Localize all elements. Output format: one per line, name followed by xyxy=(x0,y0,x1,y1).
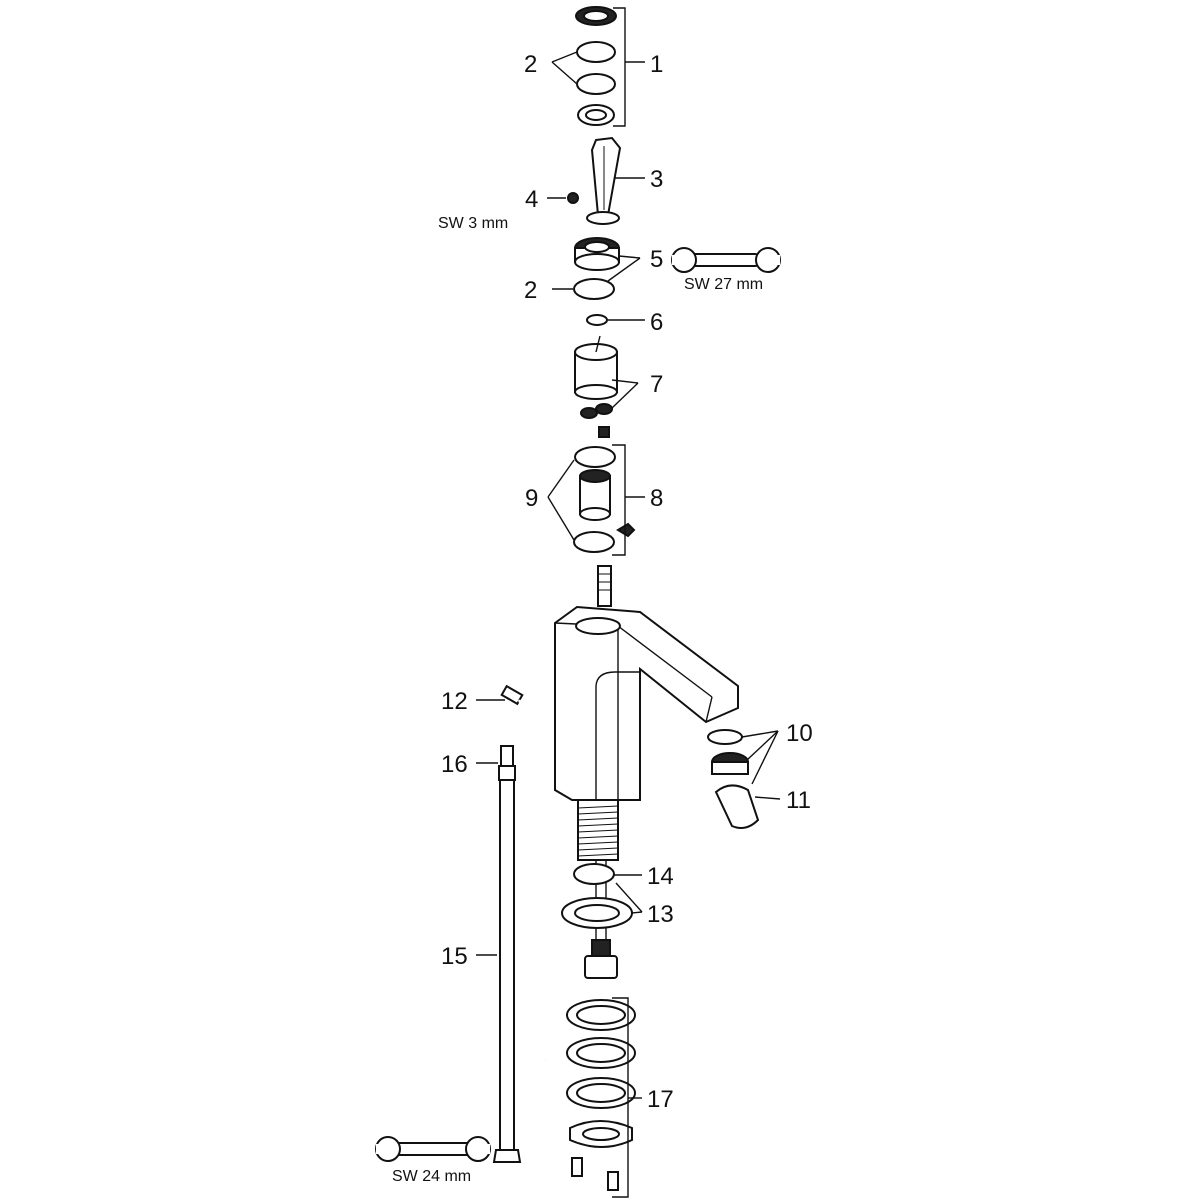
callout-1: 1 xyxy=(650,51,663,78)
callout-6: 6 xyxy=(650,309,663,336)
part-2-o-ring xyxy=(552,278,615,300)
wrench-top-size-label: SW 27 mm xyxy=(684,276,763,293)
part-5-nut xyxy=(574,237,641,282)
callout-3: 3 xyxy=(650,166,663,193)
part-1-assembly xyxy=(575,6,645,127)
part-17-assembly xyxy=(566,997,642,1198)
callout-17: 17 xyxy=(647,1086,674,1113)
hex-key-icon xyxy=(427,174,518,202)
part-13-washer-plate xyxy=(561,882,643,929)
hex-key-size-label: SW 3 mm xyxy=(438,215,508,232)
callout-15: 15 xyxy=(441,943,468,970)
part-8-assembly xyxy=(573,444,645,556)
callout-4: 4 xyxy=(525,186,538,213)
part-7-cartridge xyxy=(574,335,639,438)
callout-5: 5 xyxy=(650,246,663,273)
wrench-bottom-size-label: SW 24 mm xyxy=(392,1168,471,1185)
part-4-grub-screw xyxy=(547,192,579,204)
callout-7: 7 xyxy=(650,371,663,398)
part-15-hose xyxy=(476,779,522,1163)
part-9-leader xyxy=(547,459,575,541)
callout-9: 9 xyxy=(525,485,538,512)
mounting-nut xyxy=(584,939,618,979)
thread-lines xyxy=(577,805,619,857)
callout-2-mid: 2 xyxy=(524,277,537,304)
part-3-lever-handle xyxy=(586,136,645,225)
callout-16: 16 xyxy=(441,751,468,778)
callout-14: 14 xyxy=(647,863,674,890)
wrench-icon-top xyxy=(671,247,781,273)
part-12-rod xyxy=(476,684,555,1061)
wrench-icon-bottom xyxy=(375,1136,491,1162)
part-6-washer xyxy=(586,314,645,326)
callout-13: 13 xyxy=(647,901,674,928)
part-2-leader-top xyxy=(551,51,578,85)
part-14-o-ring xyxy=(573,863,642,885)
callout-11: 11 xyxy=(786,787,811,814)
callout-10: 10 xyxy=(786,720,813,747)
callout-2-top: 2 xyxy=(524,51,537,78)
part-11-aerator-insert xyxy=(714,784,781,829)
part-16-connector xyxy=(476,745,516,781)
callout-12: 12 xyxy=(441,688,468,715)
faucet-body xyxy=(554,565,739,945)
callout-8: 8 xyxy=(650,485,663,512)
part-10-aerator xyxy=(707,729,779,785)
